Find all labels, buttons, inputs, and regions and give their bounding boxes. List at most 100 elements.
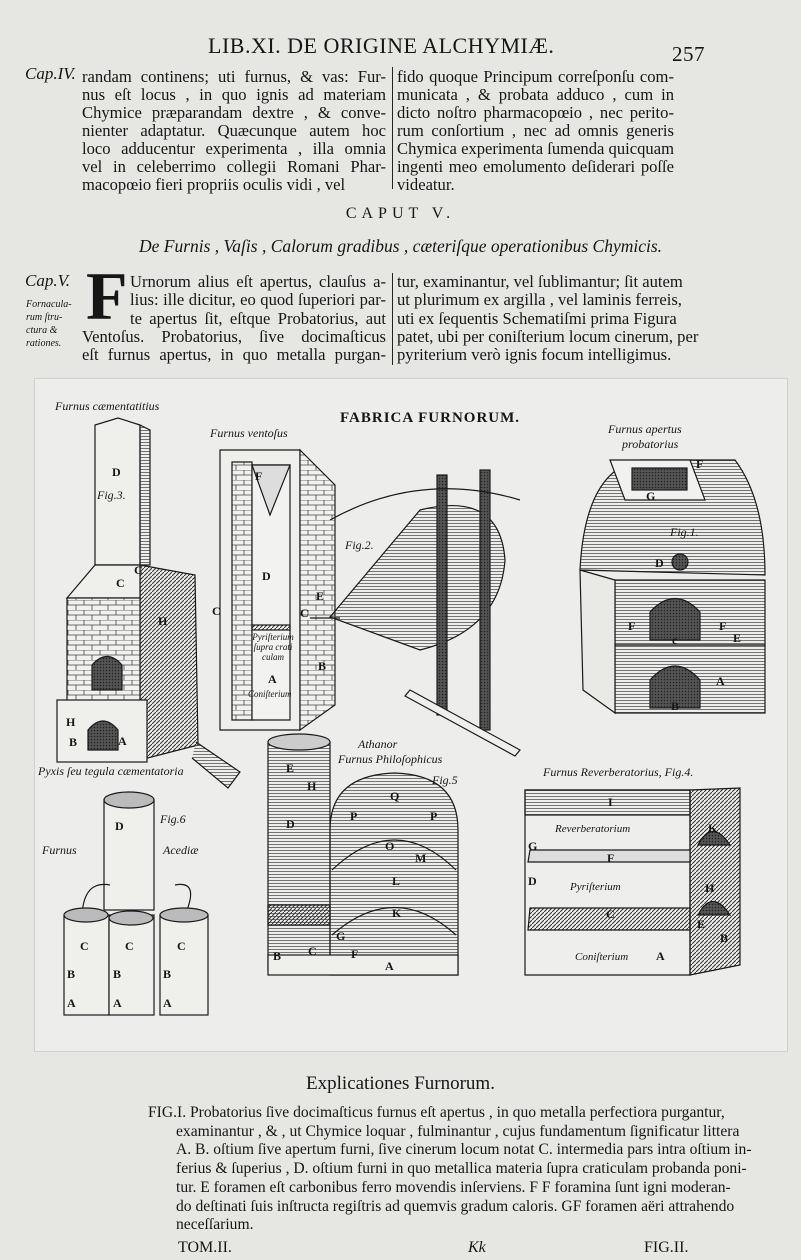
figure-letter-label: P [350, 809, 358, 823]
figure-letter-label: E [697, 917, 706, 931]
fig1-caption-line1: Furnus apertus [608, 422, 682, 436]
figure-letter-label: C [125, 939, 134, 953]
column-divider [392, 67, 393, 189]
figure-letter-label: D [528, 874, 537, 888]
chapter-5-line: lius: ille dicitur, eo quod ſuperiori pa… [130, 290, 386, 310]
figure-letter-label: K [392, 906, 402, 920]
athanor [267, 733, 459, 976]
assay-furnace [579, 459, 766, 715]
bellows [310, 469, 521, 757]
figure-letter-label: P [430, 809, 438, 823]
figure-letter-label: L [392, 874, 401, 888]
figure-letter-label: H [158, 614, 168, 628]
figure-letter-label: A [67, 996, 76, 1010]
chapter-5-line: Ventoſus. Probatorius, ſive docimaſticus [82, 326, 386, 346]
fig2-pyristerium: Pyriſterium ſupra crati culam [252, 632, 294, 662]
chapter-4-line: Chymica experimenta ſumenda quicquam [397, 139, 674, 158]
explanation-line: examinantur , & , ut Chymice loquar , fu… [176, 1122, 740, 1140]
chapter-5-line: Urnorum alius eſt apertus, clauſus a- [130, 272, 386, 291]
figure-letter-label: c [672, 633, 678, 647]
fig3-sub-caption: Pyxis ſeu tegula cæmentatoria [38, 764, 184, 778]
chapter-subtitle: De Furnis , Vaſis , Calorum gradibus , c… [138, 236, 663, 256]
figure-letter-label: B [273, 949, 282, 963]
fig1-caption-line2: probatorius [622, 437, 679, 451]
fig5-caption-line2: Furnus Philoſophicus [338, 752, 443, 766]
footer-catchword: FIG.II. [644, 1239, 689, 1256]
margin-note-line: Fornacula- [26, 299, 72, 310]
chapter-4-line: rum conſortium , nec ad omnis generis [397, 121, 674, 140]
reverberatory-furnace [524, 787, 741, 976]
figure-letter-label: H [66, 715, 76, 729]
figure-letter-label: F [351, 947, 359, 961]
figure-letter-label: A [385, 959, 394, 973]
fig6-caption-left: Furnus [42, 843, 77, 857]
figure-letter-label: H [705, 881, 715, 895]
explanations-heading: Explicationes Furnorum. [306, 1073, 495, 1094]
chapter-5-line: eſt furnus apertus, in quo metalla purga… [82, 345, 386, 365]
chapter-4-line: municata , & probata adduco , cum in [397, 85, 674, 104]
figure-letter-label: C [80, 939, 89, 953]
running-head-title: LIB.XI. DE ORIGINE ALCHYMIÆ. [208, 33, 555, 58]
figure-letter-label: F [255, 469, 263, 483]
margin-note: Fornacula- rum ſtru- ctura & rationes. [26, 298, 72, 350]
fig6-caption-right: Acediæ [163, 843, 199, 857]
page-number: 257 [672, 42, 705, 66]
figure-letter-label: E [316, 589, 325, 603]
explanation-line: neceſſarium. [176, 1216, 254, 1234]
explanation-line: do deſtinati ſuis inſtructa regiſtris ad… [176, 1197, 735, 1215]
figure-letter-label: B [720, 931, 729, 945]
figure-letter-label: C [300, 606, 309, 620]
figure-letter-label: B [69, 735, 78, 749]
cementation-furnace [56, 417, 241, 789]
fig4-reverberatorium: Reverberatorium [555, 823, 631, 835]
figure-letter-label: E [286, 761, 295, 775]
figure-letter-label: C [116, 576, 125, 590]
fig4-pyristerium: Pyriſterium [570, 881, 621, 893]
drop-cap: F [86, 258, 128, 334]
explanation-line: A. B. oſtium ſive apertum furni, ſive ci… [176, 1141, 752, 1159]
figure-letter-label: B [113, 967, 122, 981]
chapter-heading: CAPUT V. [345, 205, 456, 222]
chapter-4-line: randam continens; uti furnus, & vas: Fur… [82, 67, 386, 86]
fig2-caption: Furnus ventoſus [210, 426, 288, 440]
figure-letter-label: A [113, 996, 122, 1010]
footer-volume: TOM.II. [178, 1239, 232, 1256]
figure-letter-label: D [115, 819, 124, 833]
figure-letter-label: A [163, 996, 172, 1010]
fig2-number: Fig.2. [345, 538, 374, 552]
chapter-5-line: patet, ubi per coniſterium locum cinerum… [397, 326, 699, 346]
figure-letter-label: E [733, 631, 742, 645]
fig3-number: Fig.3. [97, 488, 126, 502]
fig4-conisterium: Coniſterium [575, 951, 629, 963]
chapter-5-line: uti ex ſequentis Schematiſmi prima Figur… [397, 308, 677, 328]
acedia-furnace [63, 791, 209, 1016]
figure-letter-label: A [656, 949, 665, 963]
explanation-line: FIG.I. Probatorius ſive docimaſticus fur… [148, 1104, 725, 1121]
explanation-line: tur. E foramen eſt carbonibus ferro move… [176, 1178, 731, 1196]
figure-letter-label: C [177, 939, 186, 953]
chapter-4-line: vel in celeberrimo collegii Romani Phar- [82, 157, 386, 176]
fig3-caption: Furnus cæmentatitius [55, 399, 160, 413]
chapter-4-line: videatur. [397, 175, 455, 194]
fig4-caption: Furnus Reverberatorius, Fig.4. [543, 765, 694, 779]
figure-letter-label: F [607, 851, 615, 865]
figure-letter-label: M [415, 851, 427, 865]
margin-note-line: rationes. [26, 338, 62, 349]
figure-letter-label: F [628, 619, 636, 633]
figure-letter-label: G [646, 489, 656, 503]
fig5-caption-line1: Athanor [358, 737, 398, 751]
figure-letter-label: C [308, 944, 317, 958]
chapter-5-line: pyriterium verò ignis focum intelligimus… [397, 345, 672, 365]
figure-letter-label: A [268, 672, 277, 686]
figure-letter-label: G [528, 839, 538, 853]
footer-signature: Kk [468, 1239, 486, 1256]
figure-letter-label: I [608, 795, 613, 809]
figure-letter-label: K [708, 821, 718, 835]
margin-note-line: rum ſtru- [26, 312, 63, 323]
figure-letter-label: D [655, 556, 664, 570]
chapter-5-line: te apertus ſit, eſtque Probatorius, aut [130, 308, 386, 328]
figure-letter-label: B [671, 699, 680, 713]
explanation-line: ferius & ſuperius , D. oſtium furni in q… [176, 1160, 747, 1178]
figure-letter-label: B [67, 967, 76, 981]
